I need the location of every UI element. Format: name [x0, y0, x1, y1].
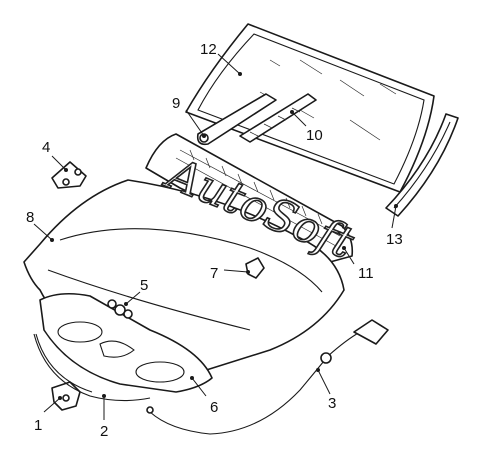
release-cable	[146, 319, 389, 435]
callout-7: 7	[210, 265, 218, 282]
callout-13: 13	[386, 231, 403, 248]
callout-2: 2	[100, 423, 108, 440]
callout-3: 3	[328, 395, 336, 412]
hinge	[51, 161, 87, 189]
callout-9: 9	[172, 95, 180, 112]
pillar-trim	[385, 113, 459, 217]
emblem	[107, 299, 133, 319]
callout-12: 12	[200, 41, 217, 58]
leader-lines	[33, 53, 398, 420]
wiper-blade	[239, 93, 317, 143]
callout-6: 6	[210, 399, 218, 416]
callout-10: 10	[306, 127, 323, 144]
hood-lock	[51, 381, 81, 411]
callout-8: 8	[26, 209, 34, 226]
callout-5: 5	[140, 277, 148, 294]
front-grille	[39, 292, 213, 393]
cowl-panel	[145, 133, 354, 263]
callout-1: 1	[34, 417, 42, 434]
callout-labels: 12 9 10 4 8 13 11 7 5 6 3 1 2	[26, 41, 403, 440]
seal-strip	[33, 333, 151, 402]
callout-11: 11	[358, 265, 374, 282]
callout-4: 4	[42, 139, 50, 156]
